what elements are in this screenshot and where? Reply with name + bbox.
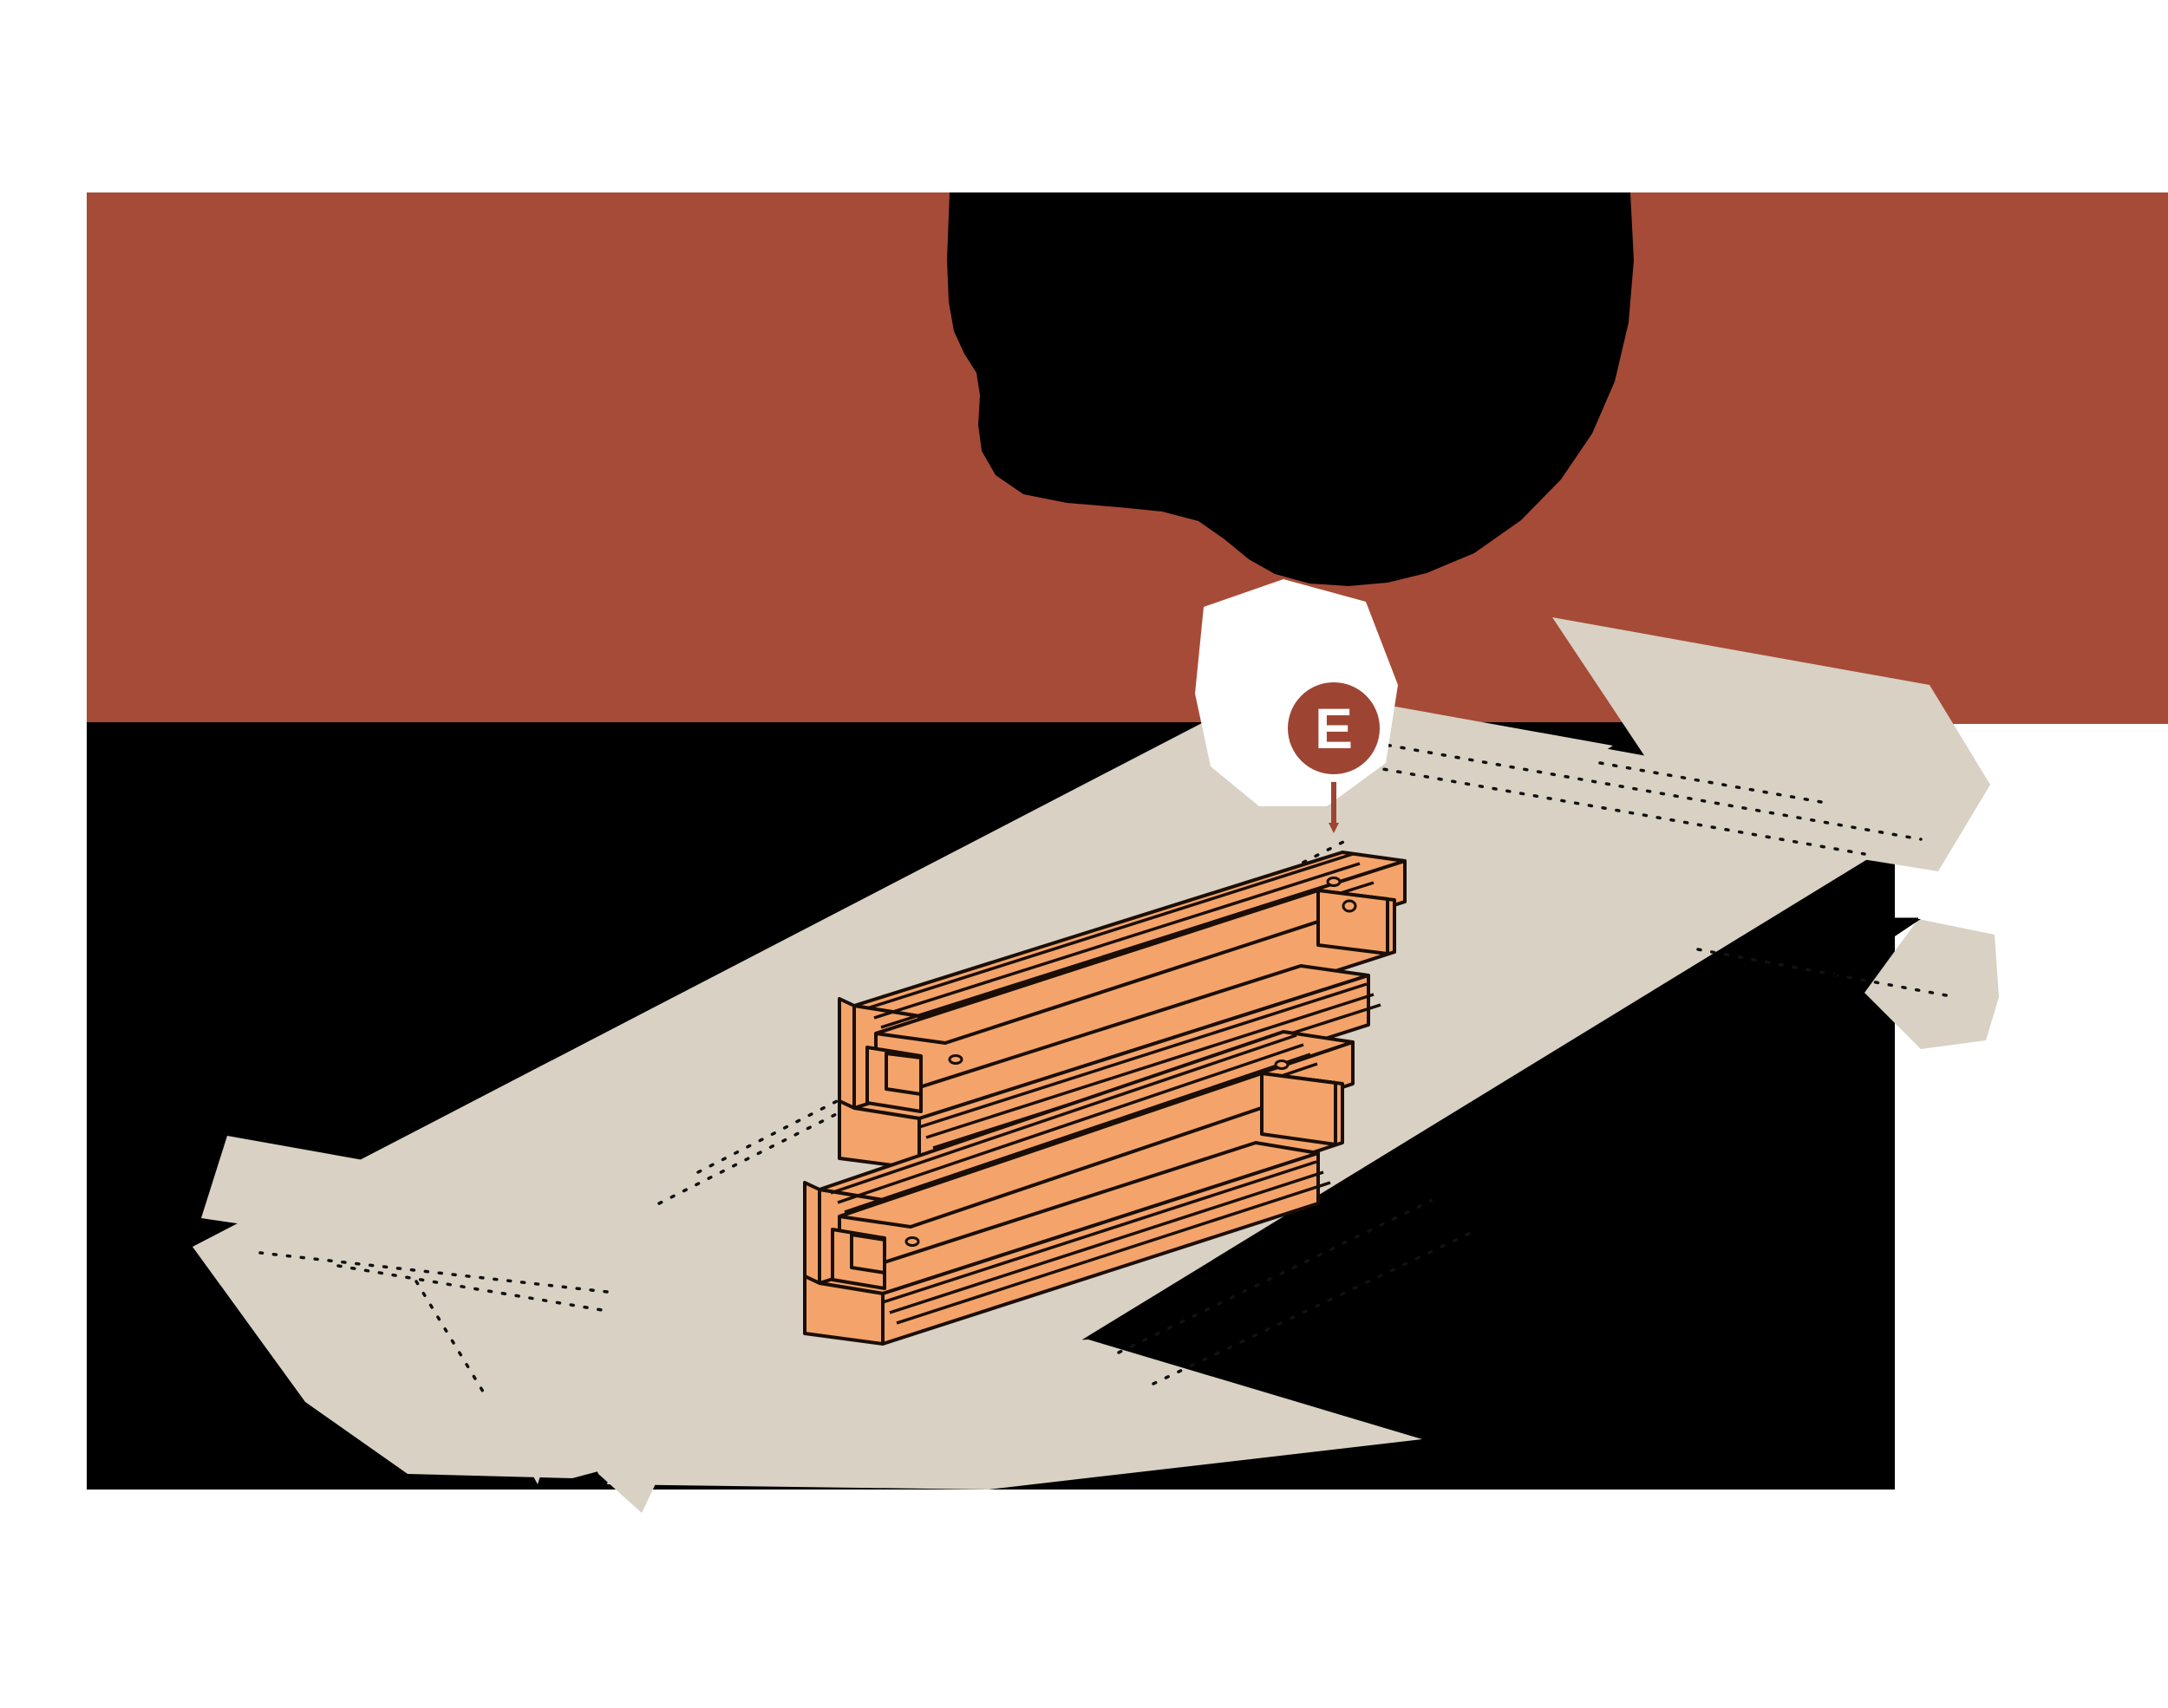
carton-tab-left-lower — [193, 1247, 572, 1478]
rail-group-upper — [838, 851, 1407, 1170]
carton-tab-bottom-a — [507, 1429, 555, 1484]
rail-4-end-cap — [1260, 1072, 1337, 1146]
rail-3-skirt-grooves — [882, 1160, 1331, 1325]
rail-2-end-cap — [1316, 889, 1389, 955]
carton-flap-right-end — [1864, 919, 1999, 1049]
callout-letter: E — [1315, 696, 1353, 760]
rail-group-lower-end-profile — [803, 1181, 886, 1346]
rail-group-upper-end-profile — [838, 997, 923, 1170]
rail-2-screw-hole-4 — [1342, 899, 1357, 913]
carton-outline — [1817, 917, 1919, 983]
rail-4-screw-hole-2 — [1274, 1059, 1290, 1070]
carton-panel-lower-strip — [607, 1340, 1422, 1490]
rail-4-screw-hole-1 — [904, 1236, 920, 1247]
black-silhouette-top — [947, 192, 1634, 586]
rail-group-lower — [803, 1030, 1355, 1346]
rail-2-screw-hole-1 — [948, 1054, 963, 1065]
part-callout-E[interactable]: E — [1195, 579, 1398, 833]
callout-circle[interactable] — [1288, 682, 1380, 774]
carton-tab-bottom-b — [577, 1422, 685, 1513]
carton-tab-left — [201, 1136, 373, 1231]
rail-2-screw-hole-3 — [1326, 877, 1342, 887]
